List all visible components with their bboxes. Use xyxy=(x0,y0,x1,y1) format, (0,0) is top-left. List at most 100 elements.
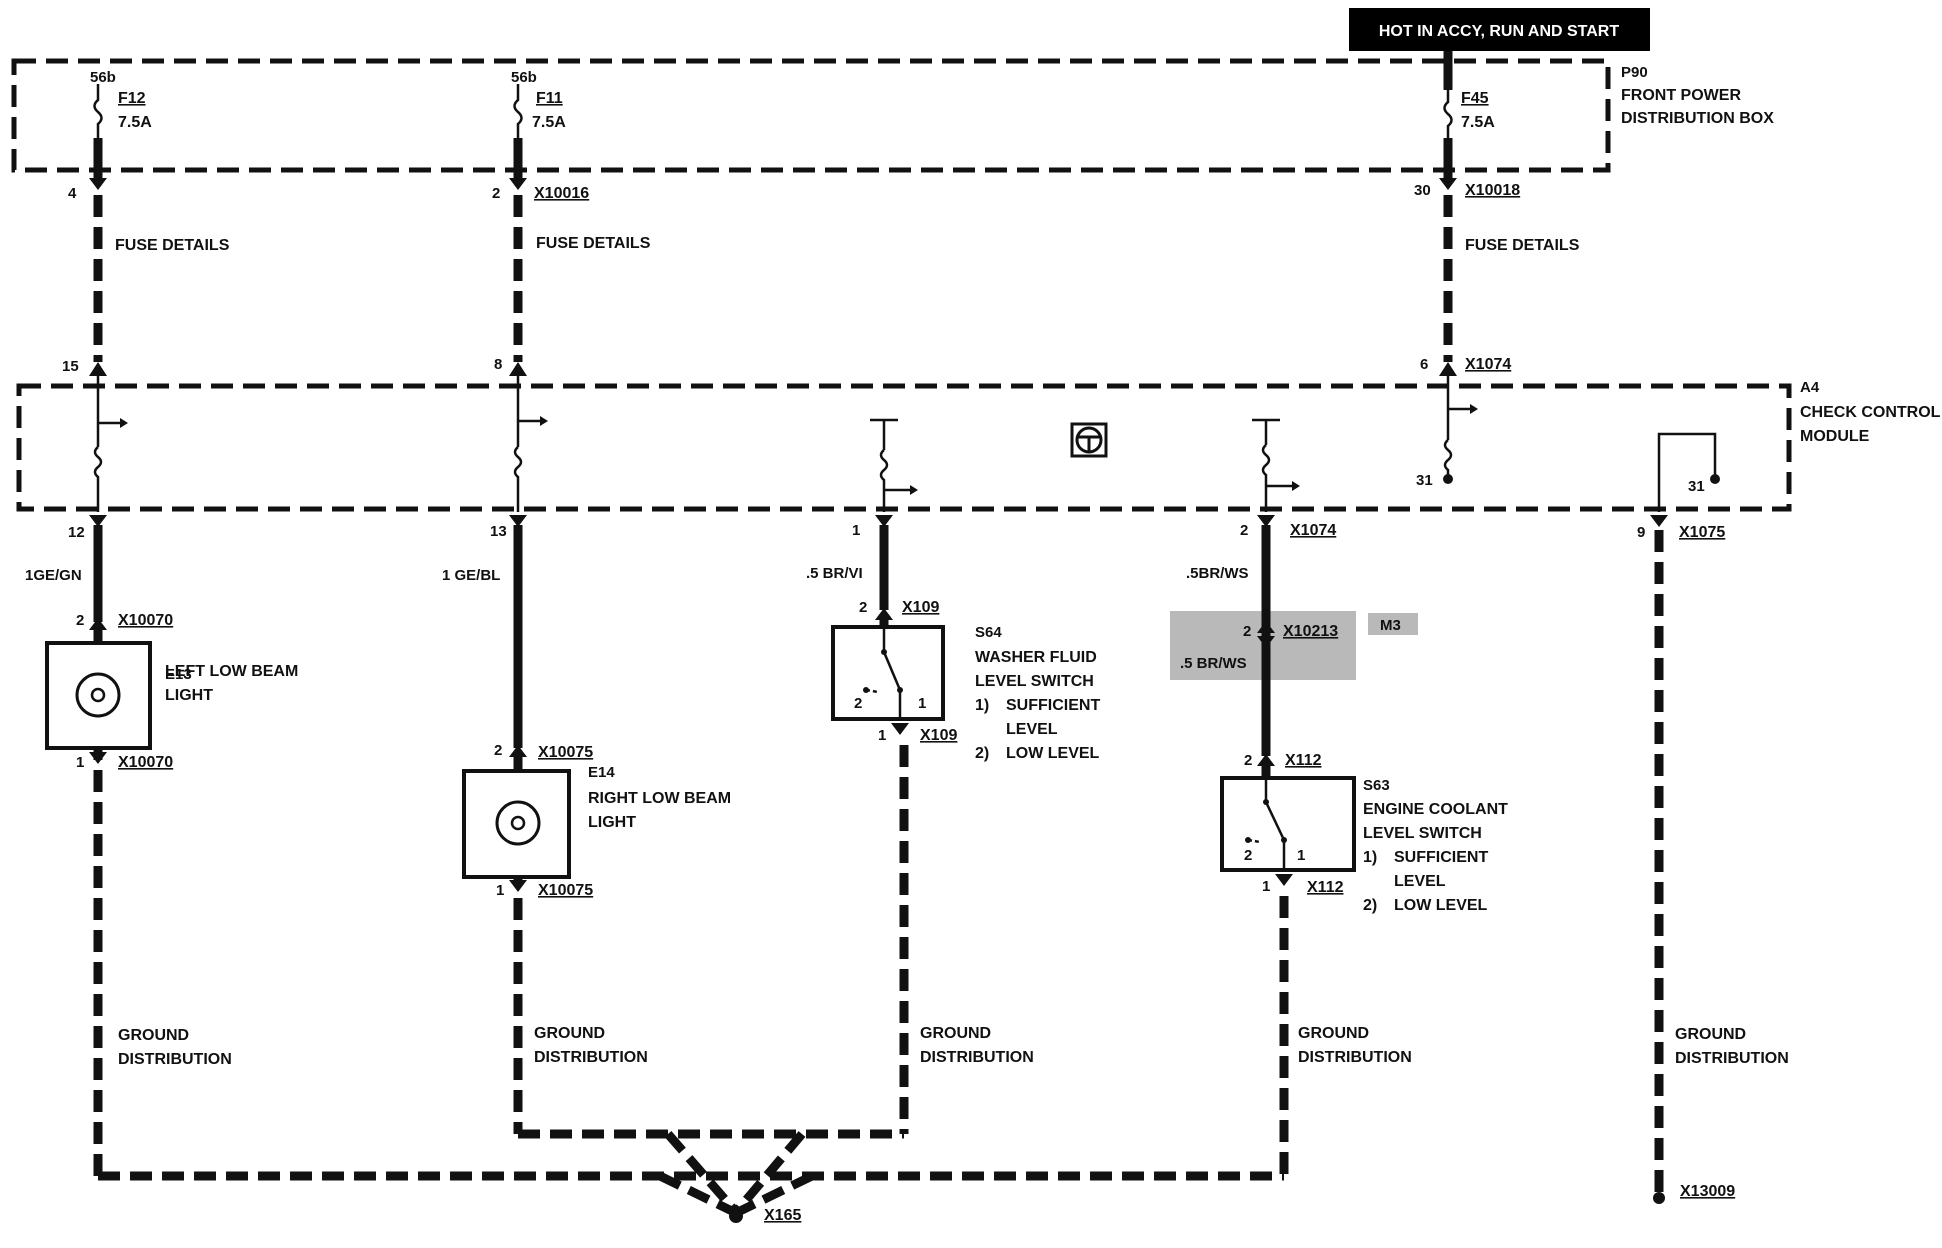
comp-id: S64 xyxy=(975,624,1002,641)
fuse-connector: X10016 xyxy=(534,185,589,202)
module-pin-in: 8 xyxy=(494,356,502,373)
ground-point: X13009 xyxy=(1680,1183,1735,1200)
a4-box xyxy=(16,383,1792,512)
ground-label-2: DISTRIBUTION xyxy=(118,1051,232,1068)
comp-line1: RIGHT LOW BEAM xyxy=(588,790,731,807)
comp-pin-bottom: 1 xyxy=(1262,878,1270,895)
comp-line2: LIGHT xyxy=(588,814,636,831)
ground-label-2: DISTRIBUTION xyxy=(920,1049,1034,1066)
comp-conn-top: X112 xyxy=(1285,752,1322,769)
comp-line2: LIGHT xyxy=(165,687,213,704)
fuse-pin-out: 4 xyxy=(68,185,77,202)
a4-name-2: MODULE xyxy=(1800,428,1870,445)
output-connector: X1074 xyxy=(1290,522,1336,539)
e13-lamp xyxy=(45,641,152,750)
comp-conn-bottom: X10070 xyxy=(118,754,173,771)
comp-conn-bottom: X112 xyxy=(1307,879,1344,896)
inline-wire: .5 BR/WS xyxy=(1180,655,1247,672)
pin9-circuit: 9 X1075 X13009 GROUND DISTRIBUTION xyxy=(1637,515,1789,1204)
ground-label-1: GROUND xyxy=(118,1027,189,1044)
ground-label-1: GROUND xyxy=(920,1025,991,1042)
fuse-terminal: 56b xyxy=(511,69,537,86)
circuit-banner: HOT IN ACCY, RUN AND START xyxy=(1349,8,1650,51)
connector-icon xyxy=(1439,178,1457,190)
module-pin-in: 6 xyxy=(1420,356,1428,373)
inline-pin: 2 xyxy=(1243,623,1251,640)
module-internals: 31 31 xyxy=(93,376,1720,512)
output-connector: X1075 xyxy=(1679,524,1725,541)
fuse-rating: 7.5A xyxy=(1461,114,1495,131)
ground-icon xyxy=(1653,1192,1665,1204)
ground-label-1: GROUND xyxy=(534,1025,605,1042)
fuse-id: F45 xyxy=(1461,90,1489,107)
comp-opt1-a: SUFFICIENT xyxy=(1394,849,1488,866)
ground-label-2: DISTRIBUTION xyxy=(534,1049,648,1066)
e14-circuit: 13 1 GE/BL 2 X10075 E14 RIGHT LOW BEAM L… xyxy=(442,515,731,1134)
s63-switch xyxy=(1220,776,1356,872)
module-pin-in: 15 xyxy=(62,358,79,375)
comp-pin-top: 2 xyxy=(76,612,84,629)
ground-icon xyxy=(729,1209,743,1223)
comp-conn-bottom: X10075 xyxy=(538,882,593,899)
s64-switch xyxy=(831,625,945,721)
ground-label-1: GROUND xyxy=(1298,1025,1369,1042)
comp-opt1-a: SUFFICIENT xyxy=(1006,697,1100,714)
comp-id: S63 xyxy=(1363,777,1390,794)
comp-pin-bottom: 1 xyxy=(878,727,886,744)
comp-inner-right: 1 xyxy=(918,695,926,712)
fuse-icon xyxy=(93,84,103,138)
ground-label-1: GROUND xyxy=(1675,1026,1746,1043)
fuse-f12-circuit: 56b F12 7.5A 4 FUSE DETAILS 15 xyxy=(62,69,230,376)
comp-pin-bottom: 1 xyxy=(496,882,504,899)
comp-id: E14 xyxy=(588,764,615,781)
a4-name-1: CHECK CONTROL xyxy=(1800,404,1941,421)
comp-opt2: LOW LEVEL xyxy=(1006,745,1100,762)
fuse-f45-circuit: F45 7.5A 30 X10018 FUSE DETAILS 6 X1074 xyxy=(1414,51,1580,376)
inline-tag: M3 xyxy=(1380,617,1401,634)
fuse-details: FUSE DETAILS xyxy=(536,235,651,252)
connector-icon xyxy=(89,178,107,190)
ground-label-2: DISTRIBUTION xyxy=(1298,1049,1412,1066)
ground-point: X165 xyxy=(764,1207,801,1224)
output-pin: 1 xyxy=(852,522,860,539)
wire-color: 1 GE/BL xyxy=(442,567,500,584)
e14-lamp xyxy=(462,769,571,879)
lamp-icon xyxy=(495,800,541,846)
module-pin-in-connector: X1074 xyxy=(1465,356,1511,373)
comp-id: E13 xyxy=(165,666,192,683)
ground-label-2: DISTRIBUTION xyxy=(1675,1050,1789,1067)
fuse-icon xyxy=(1443,90,1453,138)
comp-pin-top: 2 xyxy=(859,599,867,616)
wire-color: .5BR/WS xyxy=(1186,565,1249,582)
fuse-details: FUSE DETAILS xyxy=(1465,237,1580,254)
banner-text: HOT IN ACCY, RUN AND START xyxy=(1379,23,1620,40)
output-pin: 13 xyxy=(490,523,507,540)
fuse-id: F12 xyxy=(118,90,146,107)
switch-icon xyxy=(1245,778,1287,870)
comp-opt2: LOW LEVEL xyxy=(1394,897,1488,914)
wire-color: .5 BR/VI xyxy=(806,565,863,582)
module-pin-31b: 31 xyxy=(1688,478,1705,495)
fuse-rating: 7.5A xyxy=(118,114,152,131)
comp-line1: LEFT LOW BEAM xyxy=(165,663,298,680)
comp-line1: ENGINE COOLANT xyxy=(1363,801,1508,818)
comp-conn-top: X10070 xyxy=(118,612,173,629)
fuse-pin-out: 2 xyxy=(492,185,500,202)
comp-line2: LEVEL SWITCH xyxy=(975,673,1094,690)
comp-opt2-num: 2) xyxy=(975,745,989,762)
lamp-icon xyxy=(75,672,121,718)
e13-circuit: 12 1GE/GN 2 X10070 E13 LEFT LOW BEAM LIG… xyxy=(25,515,298,1176)
output-pin: 12 xyxy=(68,524,85,541)
comp-line1: WASHER FLUID xyxy=(975,649,1097,666)
comp-inner-left: 2 xyxy=(1244,847,1252,864)
comp-conn-bottom: X109 xyxy=(920,727,957,744)
output-pin: 2 xyxy=(1240,522,1248,539)
comp-line2: LEVEL SWITCH xyxy=(1363,825,1482,842)
ground-bus: X165 xyxy=(98,1129,1284,1224)
steering-wheel-icon xyxy=(1070,422,1108,458)
fuse-id: F11 xyxy=(536,90,563,107)
comp-opt1-num: 1) xyxy=(1363,849,1377,866)
m3-tag-highlight xyxy=(1368,613,1418,635)
s63-circuit: 2 X1074 .5BR/WS 2 X10213 M3 .5 BR/WS 2 X… xyxy=(1170,515,1508,1176)
comp-inner-right: 1 xyxy=(1297,847,1305,864)
